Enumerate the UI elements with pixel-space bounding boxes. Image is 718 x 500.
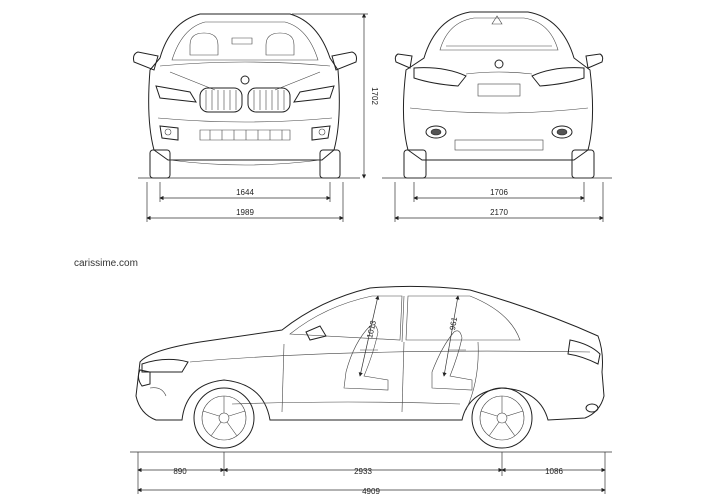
front-track-dimension: 1644 [159,182,331,202]
rear-track-label: 1706 [490,188,508,197]
length-segments-dimension: 890 2933 1086 [137,452,606,494]
wheelbase-label: 2933 [354,467,372,476]
rear-track-dimension: 1706 [413,182,585,202]
front-width-label: 1989 [236,208,254,217]
front-width-dimension: 1989 [146,182,344,222]
watermark-text: carissime.com [74,258,138,269]
height-label: 1702 [370,87,379,105]
length-label: 4909 [362,487,380,496]
rear-wheel [471,387,533,449]
bmw-logo-icon [240,75,250,85]
front-headroom-label: 1013 [365,319,378,339]
rear-headroom-label: 961 [448,316,459,331]
rear-view [394,11,604,179]
front-wheel [193,387,255,449]
length-dimension: 4909 [137,487,606,496]
front-track-label: 1644 [236,188,254,197]
rear-width-dimension: 2170 [394,182,604,222]
front-view [133,13,357,179]
side-view: 1013 961 [135,285,605,449]
rear-overhang-label: 1086 [545,467,563,476]
front-overhang-label: 890 [173,467,187,476]
bmw-rear-logo-icon [494,59,504,69]
height-dimension: 1702 [292,13,379,179]
rear-width-label: 2170 [490,208,508,217]
